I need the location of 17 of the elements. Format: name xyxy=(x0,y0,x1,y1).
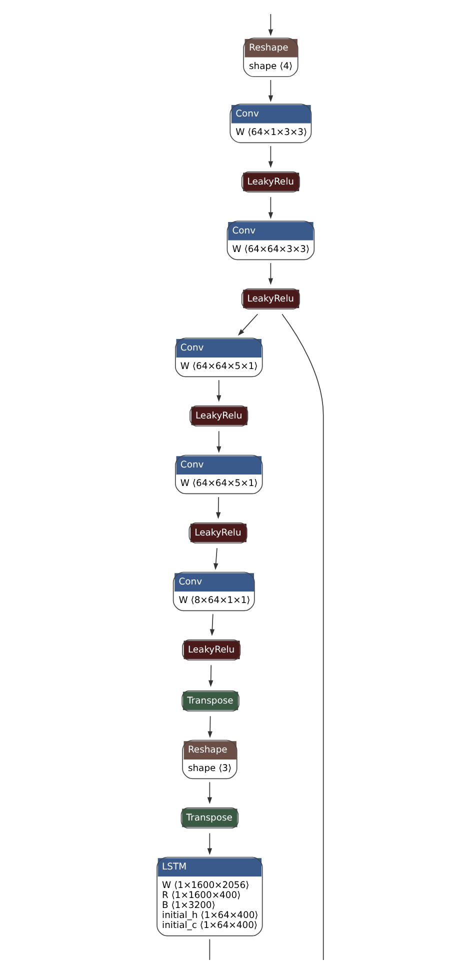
arrow xyxy=(214,548,218,570)
arrow xyxy=(268,146,274,168)
arrow xyxy=(216,380,222,402)
arrow xyxy=(207,832,212,855)
arrow xyxy=(216,496,221,519)
arrow xyxy=(216,430,222,454)
arrow xyxy=(238,314,258,336)
arrow xyxy=(268,262,274,285)
connector xyxy=(209,938,210,960)
arrow xyxy=(207,782,212,804)
connector xyxy=(282,314,324,960)
arrow xyxy=(208,664,214,687)
arrow xyxy=(268,80,274,102)
arrow xyxy=(268,196,274,219)
arrow xyxy=(268,14,274,36)
arrow xyxy=(210,614,215,636)
arrow xyxy=(208,716,212,738)
